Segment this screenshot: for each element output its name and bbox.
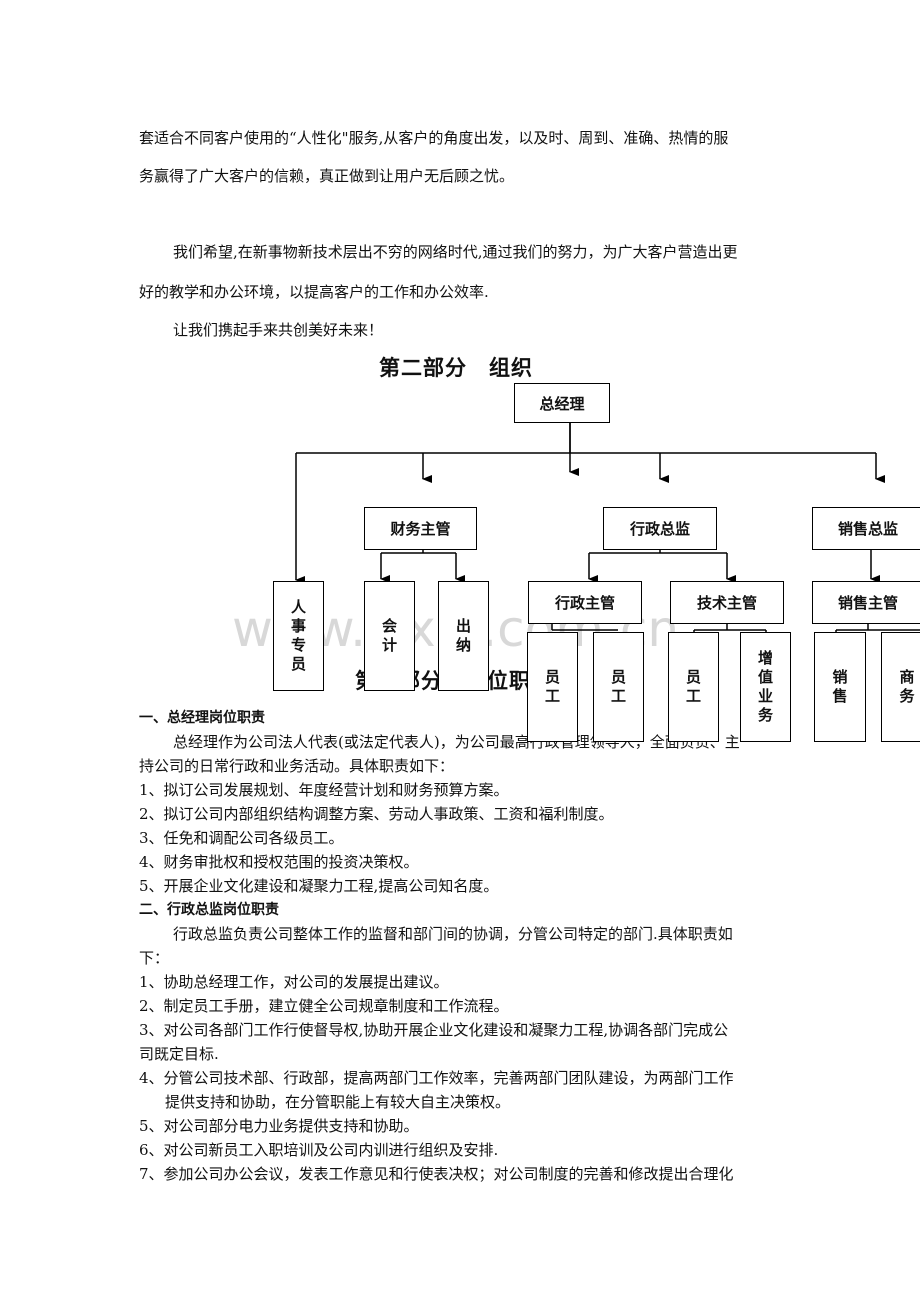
intro-line-5: 让我们携起手来共创美好未来！ (173, 321, 384, 339)
org-node-sales-director: 销售总监 (812, 507, 920, 550)
org-char: 售 (832, 687, 848, 705)
org-char: 业 (757, 687, 773, 705)
org-chart-title: 第二部分 组织 (379, 356, 533, 380)
section-1-item: 5、开展企业文化建设和凝聚力工程,提高公司知名度。 (139, 877, 499, 895)
intro-line-3: 我们希望,在新事物新技术层出不穷的网络时代,通过我们的努力，为广大客户营造出更 (173, 243, 738, 261)
intro-line-1: 套适合不同客户使用的“人性化"服务,从客户的角度出发，以及时、周到、准确、热情的… (139, 129, 729, 147)
org-char: 员 (544, 668, 560, 686)
section-1-item: 4、财务审批权和授权范围的投资决策权。 (139, 853, 419, 871)
org-char: 工 (685, 687, 701, 705)
org-char: 工 (544, 687, 560, 705)
section-2-heading: 二、行政总监岗位职责 (139, 902, 279, 918)
intro-line-4: 好的教学和办公环境，以提高客户的工作和办公效率. (139, 283, 489, 301)
org-char: 会 (381, 617, 397, 635)
org-char: 销 (832, 668, 848, 686)
org-char: 事 (290, 617, 306, 635)
org-char: 务 (757, 706, 773, 724)
section-1-item: 1、拟订公司发展规划、年度经营计划和财务预算方案。 (139, 781, 509, 799)
section-2-item: 司既定目标. (139, 1045, 219, 1063)
intro-line-2: 务赢得了广大客户的信赖，真正做到让用户无后顾之忧。 (139, 167, 515, 185)
org-char: 计 (381, 636, 397, 654)
section-2-item: 2、制定员工手册，建立健全公司规章制度和工作流程。 (139, 997, 509, 1015)
org-node-sales-manager: 销售主管 (812, 581, 920, 624)
org-node-staff-1: 员 工 (527, 632, 578, 742)
section-2-item: 提供支持和协助，在分管职能上有较大自主决策权。 (165, 1093, 511, 1111)
org-node-general-manager: 总经理 (514, 383, 610, 423)
section-2-item: 1、协助总经理工作，对公司的发展提出建议。 (139, 973, 449, 991)
org-char: 员 (290, 655, 306, 673)
org-node-staff-2: 员 工 (593, 632, 644, 742)
section-1-item: 2、拟订公司内部组织结构调整方案、劳动人事政策、工资和福利制度。 (139, 805, 614, 823)
org-char: 出 (455, 617, 471, 635)
section-1-intro-line-2: 持公司的日常行政和业务活动。具体职责如下： (139, 757, 455, 775)
org-char: 员 (610, 668, 626, 686)
org-char: 人 (290, 598, 306, 616)
org-char: 值 (757, 668, 773, 686)
section-2-intro-line-1: 行政总监负责公司整体工作的监督和部门间的协调，分管公司特定的部门.具体职责如 (173, 925, 733, 943)
org-char: 务 (899, 687, 915, 705)
org-node-admin-director: 行政总监 (603, 507, 717, 550)
section-2-item: 3、对公司各部门工作行使督导权,协助开展企业文化建设和凝聚力工程,协调各部门完成… (139, 1021, 729, 1039)
section-2-item: 6、对公司新员工入职培训及公司内训进行组织及安排. (139, 1141, 499, 1159)
section-2-item: 5、对公司部分电力业务提供支持和协助。 (139, 1117, 419, 1135)
section-2-intro-line-2: 下： (139, 949, 170, 967)
org-node-tech-manager: 技术主管 (670, 581, 784, 624)
org-char: 专 (290, 636, 306, 654)
section-2-item: 4、分管公司技术部、行政部，提高两部门工作效率，完善两部门团队建设，为两部门工作 (139, 1069, 734, 1087)
section-1-item: 3、任免和调配公司各级员工。 (139, 829, 344, 847)
org-node-accountant: 会 计 (364, 581, 415, 691)
org-char: 增 (757, 649, 773, 667)
org-node-sales: 销 售 (814, 632, 866, 742)
org-char: 工 (610, 687, 626, 705)
section-1-heading: 一、总经理岗位职责 (139, 710, 265, 726)
org-node-staff-3: 员 工 (668, 632, 719, 742)
org-node-admin-manager: 行政主管 (528, 581, 642, 624)
org-node-hr-specialist: 人 事 专 员 (273, 581, 324, 691)
org-node-cashier: 出 纳 (438, 581, 489, 691)
section-2-item: 7、参加公司办公会议，发表工作意见和行使表决权；对公司制度的完善和修改提出合理化 (139, 1165, 734, 1183)
org-node-finance-manager: 财务主管 (364, 507, 477, 550)
org-char: 纳 (455, 636, 471, 654)
org-node-business: 商 务 (881, 632, 920, 742)
org-char: 员 (685, 668, 701, 686)
org-node-value-added-business: 增 值 业 务 (740, 632, 791, 742)
org-char: 商 (899, 668, 915, 686)
